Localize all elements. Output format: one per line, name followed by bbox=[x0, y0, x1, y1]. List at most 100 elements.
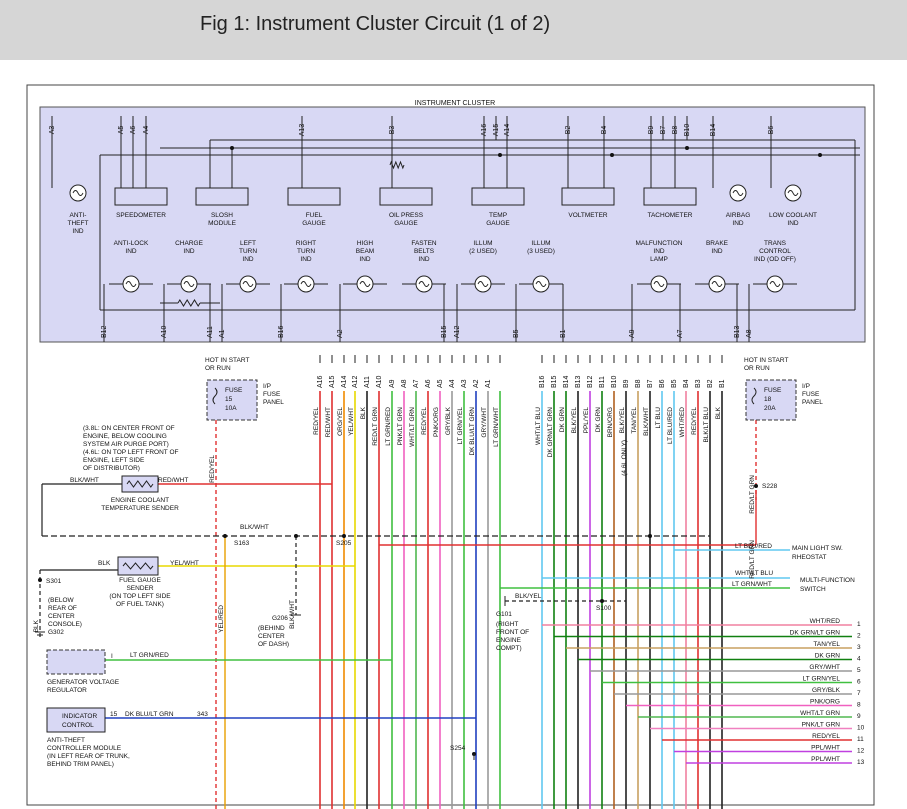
cluster-bottom-pin-label: B12 bbox=[101, 325, 108, 338]
coolant-note: ENGINE, LEFT SIDE bbox=[83, 457, 145, 464]
wire-color-label: BLK/LT BLU bbox=[703, 407, 710, 443]
filament-icon bbox=[72, 190, 84, 196]
cluster-bottom-pin-label: A10 bbox=[161, 325, 168, 338]
fuse-amps: 20A bbox=[764, 405, 776, 412]
connector-pin-label: B12 bbox=[587, 375, 594, 388]
component-label: RIGHT bbox=[296, 240, 316, 247]
fuse-amps: 10A bbox=[225, 405, 237, 412]
cluster-lower-illum: ILLUM(3 USED) bbox=[519, 240, 563, 293]
cluster-bottom-pin-label: B5 bbox=[513, 329, 520, 338]
component-label: IND bbox=[300, 256, 312, 263]
coolant-note: (4.6L: ON TOP LEFT FRONT OF bbox=[83, 449, 179, 456]
wire-color-label: PPL/YEL bbox=[583, 407, 590, 434]
component-label: BRAKE bbox=[706, 240, 729, 247]
connector-pin-label: B3 bbox=[695, 379, 702, 388]
gauge-box bbox=[561, 187, 615, 206]
filament-icon bbox=[477, 281, 489, 287]
s205-label: S205 bbox=[336, 540, 352, 547]
component-label: CONTROL bbox=[759, 248, 791, 255]
g101-note: (RIGHT bbox=[496, 621, 518, 628]
list-wire-label: GRY/WHT bbox=[809, 664, 840, 671]
connector-pin-label: B9 bbox=[623, 379, 630, 388]
multi-func-label: MULTI-FUNCTION bbox=[800, 577, 855, 584]
wire-label: YEL/RED bbox=[218, 605, 225, 633]
connector-pin-label: A12 bbox=[352, 375, 359, 388]
list-wire-label: RED/YEL bbox=[812, 733, 840, 740]
wire-color-label: YEL/WHT bbox=[348, 407, 355, 436]
wire-label: LT GRN/RED bbox=[130, 652, 169, 659]
indicator-lamp-icon bbox=[415, 275, 433, 293]
wire-color-label: RED/YEL bbox=[421, 407, 428, 435]
fuse-number: 15 bbox=[225, 396, 233, 403]
fuse-label: FUSE bbox=[225, 387, 243, 394]
component-label: THEFT bbox=[68, 220, 89, 227]
antitheft-module-label: CONTROLLER MODULE bbox=[47, 745, 122, 752]
indicator-lamp-icon bbox=[180, 275, 198, 293]
connector-pin-label: A3 bbox=[461, 379, 468, 388]
splice-dot bbox=[685, 146, 689, 150]
connector-pin-label: B11 bbox=[599, 376, 606, 388]
gen-reg-label: GENERATOR VOLTAGE bbox=[47, 679, 120, 686]
component-label: BELTS bbox=[414, 248, 435, 255]
list-wire-label: PPL/WHT bbox=[811, 756, 840, 763]
connector-pin-label: A9 bbox=[389, 379, 396, 388]
indicator-lamp-icon bbox=[708, 275, 726, 293]
component-label: LAMP bbox=[650, 256, 668, 263]
antitheft-module-label: BEHIND TRIM PANEL) bbox=[47, 761, 114, 768]
connector-pin-label: A5 bbox=[437, 379, 444, 388]
list-wire-label: PNK/ORG bbox=[810, 699, 840, 706]
component-label: IND (OD OFF) bbox=[754, 256, 796, 263]
wire-color-label: LT BLU bbox=[655, 407, 662, 429]
filament-icon bbox=[359, 281, 371, 287]
component-label: ANTI-LOCK bbox=[114, 240, 149, 247]
connector-pin-label: B5 bbox=[671, 379, 678, 388]
circuit-number: 343 bbox=[197, 711, 208, 718]
fuse-panel-label: FUSE bbox=[263, 391, 281, 398]
component-label: IND bbox=[183, 248, 195, 255]
splice-dot bbox=[342, 534, 346, 538]
indicator-lamp-icon bbox=[297, 275, 315, 293]
indicator-lamp-icon bbox=[729, 184, 747, 202]
indicator-lamp-icon bbox=[766, 275, 784, 293]
list-number: 6 bbox=[857, 679, 861, 686]
gauge-box bbox=[114, 187, 168, 206]
component-label: IND bbox=[242, 256, 254, 263]
filament-icon bbox=[732, 190, 744, 196]
wire-label: RED/LT GRN bbox=[749, 540, 756, 579]
fuse-panel-label: I/P bbox=[263, 383, 271, 390]
wiring-diagram: INSTRUMENT CLUSTER A3A5A6A4A13B3A16A15A1… bbox=[26, 84, 875, 809]
cluster-component-tachometer: TACHOMETER bbox=[643, 187, 697, 219]
fuse-panel-box bbox=[745, 379, 797, 421]
component-label: IND bbox=[418, 256, 430, 263]
list-number: 10 bbox=[857, 725, 865, 732]
wire-label: BLK bbox=[33, 619, 40, 632]
component-label: GAUGE bbox=[302, 220, 326, 227]
g206-note: CENTER bbox=[258, 633, 285, 640]
cluster-bottom-pin-label: A8 bbox=[746, 329, 753, 338]
indicator-lamp-icon bbox=[532, 275, 550, 293]
wire-color-label: ORG/YEL bbox=[337, 407, 344, 436]
cluster-internals: A3A5A6A4A13B3A16A15A14B2B4B9B7B8B10B14B6… bbox=[49, 116, 860, 342]
wire-color-label: BLK bbox=[715, 406, 722, 419]
cluster-bottom-pin-label: A12 bbox=[454, 325, 461, 338]
cluster-lower-illum: ILLUM(2 USED) bbox=[461, 240, 505, 293]
connector-pin-label: B10 bbox=[611, 375, 618, 388]
